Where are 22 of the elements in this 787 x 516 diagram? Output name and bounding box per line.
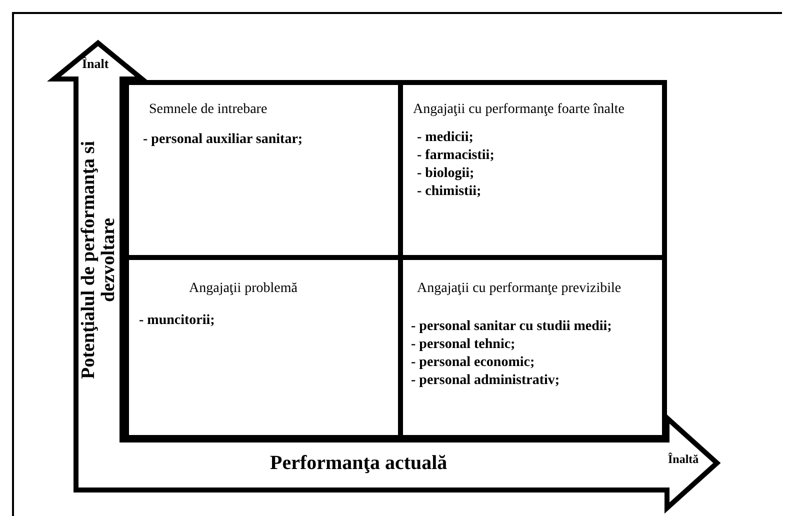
list-item: - medicii; <box>417 129 474 147</box>
quadrant-heading: Angajaţii cu performanţe foarte înalte <box>413 102 624 117</box>
list-item: - personal sanitar cu studii medii; <box>411 318 613 336</box>
quadrant-box <box>403 85 662 255</box>
list-item: - personal administrativ; <box>411 372 561 390</box>
axis-label: Înalt <box>82 56 109 72</box>
list-item: - personal tehnic; <box>411 336 516 354</box>
axis-title: Potenţialul de performanţa si dezvoltare <box>79 140 119 382</box>
list-item: - farmacistii; <box>417 147 496 165</box>
quadrant-heading: Angajaţii problemă <box>189 281 298 296</box>
quadrant-box <box>129 260 398 435</box>
list-item: - biologii; <box>417 165 476 183</box>
quadrant-heading: Semnele de intrebare <box>149 102 268 117</box>
quadrant-box <box>403 260 662 435</box>
axis-title: Performanţa actuală <box>270 451 448 475</box>
list-item: - personal auxiliar sanitar; <box>143 131 304 149</box>
list-item: - chimistii; <box>417 183 482 201</box>
axis-label: Înaltă <box>668 452 699 466</box>
list-item: - personal economic; <box>411 354 536 372</box>
list-item: - muncitorii; <box>139 312 216 330</box>
quadrant-box <box>129 85 398 255</box>
quadrant-heading: Angajaţii cu performanţe previzibile <box>417 281 622 296</box>
